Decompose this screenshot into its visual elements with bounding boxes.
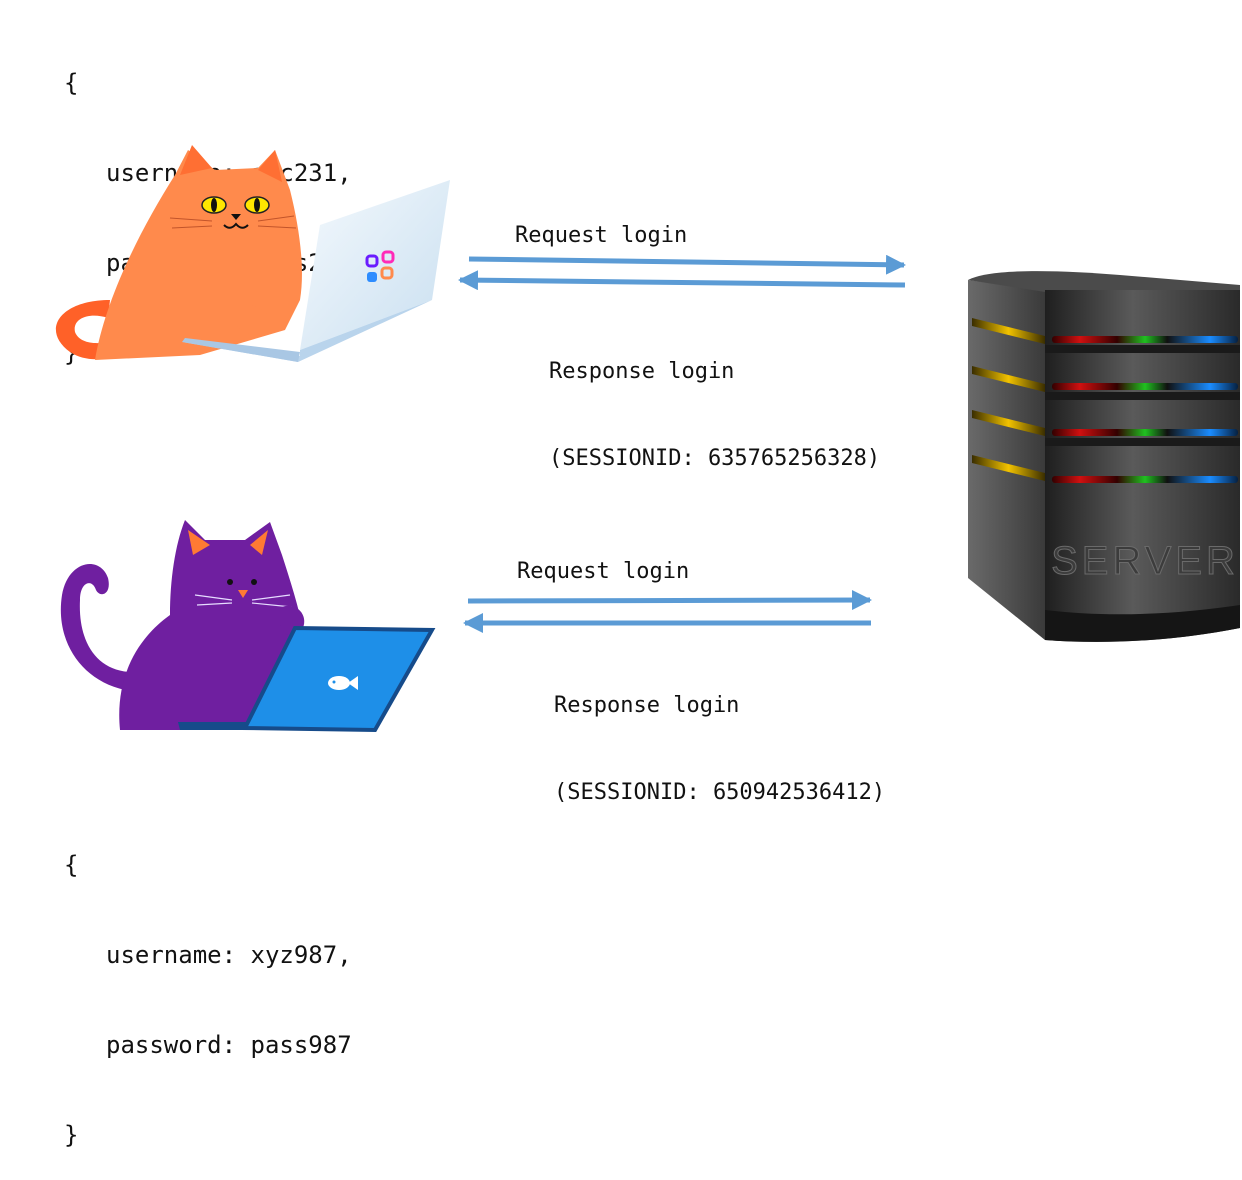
purple-cat-illustration: [60, 520, 436, 733]
brace-close: }: [64, 1121, 79, 1149]
request-arrow-1: [468, 254, 906, 275]
session-id-text: (SESSIONID: 635765256328): [549, 446, 881, 471]
brace-open: {: [64, 69, 79, 97]
response-title: Response login: [549, 359, 735, 384]
response-label-1: Response login (SESSIONID: 635765256328): [549, 299, 880, 502]
orange-cat-illustration: [55, 145, 450, 362]
response-label-2: Response login (SESSIONID: 650942536412): [554, 633, 885, 836]
response-arrow-1: [458, 270, 906, 291]
brace-open: {: [64, 851, 79, 879]
response-title: Response login: [554, 693, 740, 718]
password-line: password: pass987: [106, 1031, 352, 1059]
server-illustration: SERVER: [968, 271, 1240, 642]
username-line: username: xyz987,: [106, 941, 352, 969]
server-label: SERVER: [1051, 539, 1239, 583]
session-id-text: (SESSIONID: 650942536412): [554, 780, 886, 805]
request-label-1: Request login: [515, 223, 688, 248]
diagram-graphics: SERVER: [55, 145, 1240, 733]
request-label-2: Request login: [517, 559, 690, 584]
request-arrow-2: [467, 590, 872, 611]
